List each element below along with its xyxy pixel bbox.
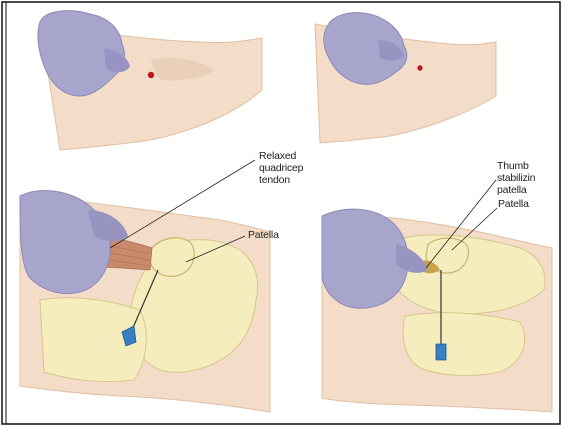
- needle-hub: [436, 344, 446, 360]
- patella: [150, 238, 194, 277]
- label-patella-right: Patella: [498, 198, 529, 210]
- label-relaxed-quadricep-tendon: Relaxed quadricep tendon: [259, 150, 303, 186]
- tibia-bone: [403, 313, 525, 376]
- injection-site-marker: [148, 72, 154, 78]
- injection-site-marker: [417, 65, 422, 71]
- label-patella-left: Patella: [248, 229, 279, 241]
- label-thumb-stabilizing-patella: Thumb stabilizin patella: [497, 160, 563, 196]
